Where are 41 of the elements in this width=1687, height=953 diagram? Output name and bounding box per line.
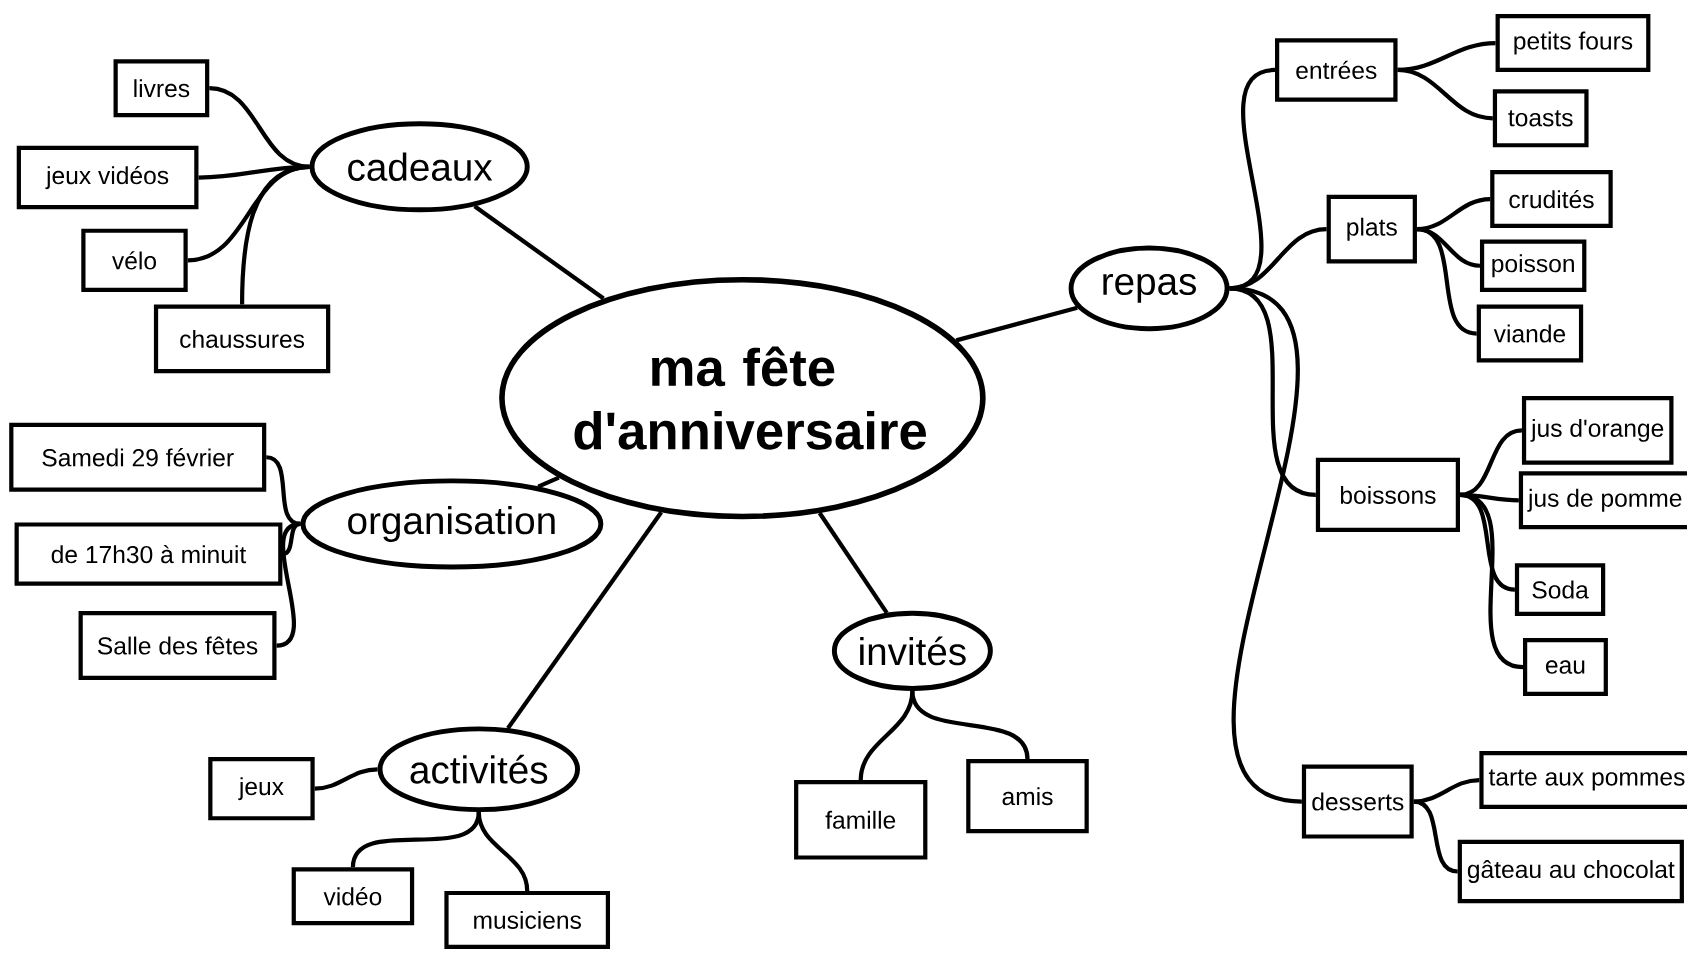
item-box: desserts	[1301, 764, 1414, 839]
item-box: viande	[1476, 304, 1584, 363]
item-box: toasts	[1492, 89, 1589, 148]
item-box: Samedi 29 février	[9, 422, 267, 492]
item-box: gâteau au chocolat	[1457, 839, 1684, 904]
item-box: jeux	[208, 756, 315, 821]
item-box: de 17h30 à minuit	[14, 522, 283, 586]
connector-line	[1459, 492, 1524, 669]
item-box: Salle des fêtes	[78, 611, 277, 680]
item-box: entrées	[1275, 38, 1398, 102]
item-box: eau	[1523, 637, 1608, 696]
connector-line	[955, 305, 1078, 343]
item-box: boissons	[1315, 457, 1460, 532]
item-box: amis	[966, 759, 1089, 834]
item-box: jus d'orange	[1521, 395, 1674, 465]
item-box: Soda	[1514, 563, 1606, 616]
connector-line	[537, 475, 560, 489]
item-box: chaussures	[153, 304, 331, 374]
item-box: petits fours	[1495, 13, 1651, 72]
connector-line	[473, 204, 605, 301]
connector-line	[476, 811, 530, 891]
connector-line	[1416, 227, 1478, 336]
connector-line	[817, 511, 889, 614]
item-box: jus de pomme	[1518, 471, 1687, 530]
item-box: tarte aux pommes	[1479, 750, 1687, 809]
connector-line	[1397, 67, 1494, 121]
connector-line	[240, 164, 310, 305]
item-box: poisson	[1479, 239, 1587, 292]
item-box: plats	[1326, 194, 1417, 264]
connector-line	[1229, 286, 1303, 804]
item-box: musiciens	[444, 890, 610, 949]
item-box: famille	[794, 779, 928, 860]
item-box: crudités	[1490, 169, 1613, 228]
item-box: vidéo	[291, 867, 415, 926]
connector-line	[910, 690, 1030, 760]
item-box: jeux vidéos	[16, 145, 199, 210]
item-box: livres	[113, 59, 210, 118]
connector-line	[1413, 777, 1480, 804]
connector-line	[506, 511, 663, 730]
item-box: vélo	[81, 228, 188, 292]
connector-line	[314, 767, 378, 791]
